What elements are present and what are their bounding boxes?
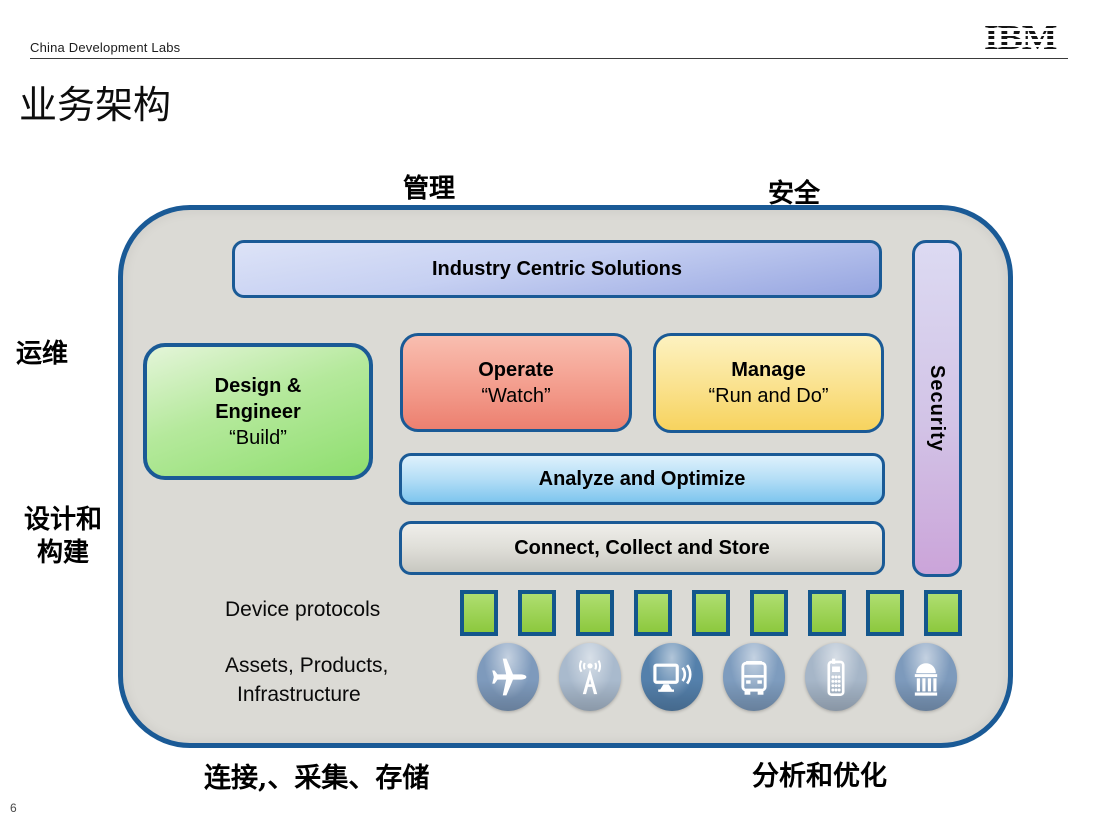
security-label: Security (926, 365, 948, 452)
design-engineer-box: Design & Engineer “Build” (143, 343, 373, 480)
manage-sub: “Run and Do” (708, 385, 829, 407)
ibm-logo-text: IBM (984, 18, 1057, 57)
page-number: 6 (10, 801, 17, 815)
industry-centric-solutions-box: Industry Centric Solutions (232, 240, 882, 298)
mobile-phone-icon (815, 656, 857, 698)
logo-stripe (982, 50, 1072, 53)
protocol-square (518, 590, 556, 636)
protocol-square (634, 590, 672, 636)
computer-icon (651, 656, 693, 698)
airplane-icon (487, 656, 529, 698)
bus-icon (733, 656, 775, 698)
analyze-optimize-label: Analyze and Optimize (538, 468, 746, 490)
analyze-optimize-box: Analyze and Optimize (399, 453, 885, 505)
label-connect-collect-store-cn: 连接,、采集、存储 (204, 763, 430, 794)
connect-collect-store-box: Connect, Collect and Store (399, 521, 885, 575)
device-protocols-label: Device protocols (225, 598, 381, 621)
ibm-logo-icon: IBM (982, 18, 1072, 57)
protocol-square (808, 590, 846, 636)
header-divider (30, 58, 1068, 59)
label-analyze-optimize-cn: 分析和优化 (752, 761, 887, 792)
device-circle (641, 643, 703, 711)
design-line2: Engineer (215, 400, 301, 423)
org-name: China Development Labs (30, 40, 181, 55)
security-bar: Security (912, 240, 962, 577)
radio-tower-icon (569, 656, 611, 698)
label-design-build-cn: 设计和 构建 (10, 504, 116, 570)
logo-stripe (982, 33, 1072, 37)
design-sub: “Build” (229, 426, 287, 449)
design-line1: Design & (214, 374, 302, 397)
manage-label: Manage (731, 359, 806, 381)
device-circle (723, 643, 785, 711)
device-circle (477, 643, 539, 711)
assets-label: Assets, Products, Infrastructure (225, 651, 388, 709)
protocol-square (692, 590, 730, 636)
operate-box: Operate “Watch” (400, 333, 632, 432)
protocol-square (750, 590, 788, 636)
protocol-square (924, 590, 962, 636)
logo-stripe (982, 44, 1072, 48)
protocol-squares-row (460, 590, 962, 636)
label-design-build-line2: 构建 (36, 538, 89, 568)
device-circle (559, 643, 621, 711)
protocol-square (576, 590, 614, 636)
label-management: 管理 (403, 174, 456, 204)
bank-icon (905, 656, 947, 698)
protocol-square (866, 590, 904, 636)
connect-collect-store-label: Connect, Collect and Store (514, 537, 770, 559)
label-security-cn: 安全 (768, 179, 821, 209)
assets-label-line1: Assets, Products, (225, 654, 389, 677)
page-title: 业务架构 (19, 83, 172, 127)
label-design-build-line1: 设计和 (23, 505, 102, 535)
industry-centric-solutions-label: Industry Centric Solutions (431, 258, 683, 280)
operate-sub: “Watch” (481, 384, 551, 407)
manage-box: Manage “Run and Do” (653, 333, 884, 433)
operate-label: Operate (478, 358, 554, 381)
architecture-container: Industry Centric Solutions Design & Engi… (118, 205, 1013, 748)
logo-stripe (982, 39, 1072, 42)
label-operations-cn: 运维 (16, 339, 69, 369)
device-circle (805, 643, 867, 711)
device-icons-row (477, 643, 957, 711)
assets-label-line2: Infrastructure (237, 683, 361, 706)
protocol-square (460, 590, 498, 636)
device-circle (895, 643, 957, 711)
logo-stripe (982, 28, 1072, 31)
